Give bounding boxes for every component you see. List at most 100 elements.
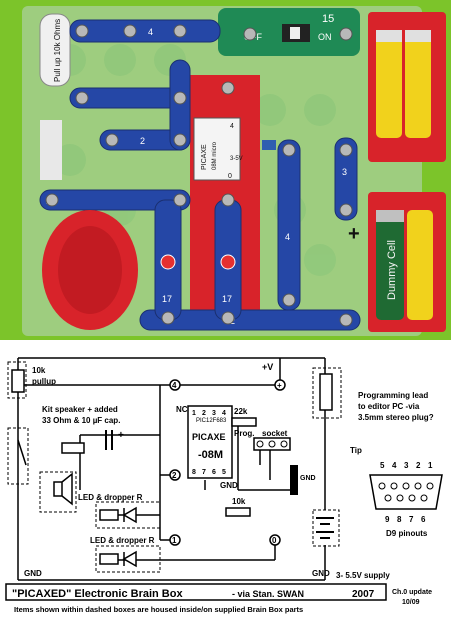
svg-text:+: + xyxy=(277,381,282,390)
gnd-mid: GND xyxy=(220,481,238,490)
svg-text:4: 4 xyxy=(148,27,153,37)
node-4 xyxy=(169,379,181,391)
svg-text:8: 8 xyxy=(192,469,196,476)
nc-label: NC xyxy=(176,405,188,414)
resistor-22k xyxy=(231,417,257,427)
prog-socket xyxy=(253,437,291,451)
led-right xyxy=(220,254,236,270)
svg-text:2: 2 xyxy=(140,136,145,146)
led-resistor-1 xyxy=(99,509,119,521)
svg-text:7: 7 xyxy=(202,469,206,476)
chip-text-2: 08M micro xyxy=(212,141,218,170)
svg-text:8: 8 xyxy=(397,515,402,524)
chip-text-3: 3-5V xyxy=(230,156,243,162)
d9-top-pins: 5 4 3 2 1 xyxy=(380,461,433,470)
title-year: 2007 xyxy=(352,589,375,600)
wire-strips xyxy=(39,19,361,331)
tip-label: Tip xyxy=(350,446,362,455)
supply-dashed-box xyxy=(312,509,340,547)
schematic-diagram: 10k pullup +V + Kit speaker + added 33 O… xyxy=(0,340,451,620)
resistor-10k xyxy=(225,507,251,517)
chip-model: -08M xyxy=(198,449,223,461)
picaxe-module xyxy=(193,117,241,181)
node-0 xyxy=(269,534,281,546)
d9-bottom-pins: 9 8 7 6 xyxy=(385,515,426,524)
chip-id: PIC12F683 xyxy=(196,418,227,424)
svg-text:4: 4 xyxy=(222,410,226,417)
dummy-cell-label: Dummy Cell xyxy=(386,240,398,300)
prog-line-1: Programming lead xyxy=(358,391,428,400)
battery-yellow-1 xyxy=(376,30,402,138)
label-10k-b: 10k xyxy=(232,497,246,506)
svg-text:5: 5 xyxy=(380,461,385,470)
prog-line-2: to editor PC -via xyxy=(358,402,420,411)
pullup-value: 10k xyxy=(32,366,46,375)
svg-text:2: 2 xyxy=(202,410,206,417)
svg-text:1: 1 xyxy=(192,410,196,417)
led-dashed-box-2 xyxy=(95,545,161,573)
svg-text:7: 7 xyxy=(409,515,414,524)
speaker-symbol xyxy=(53,472,73,506)
footer-note: Items shown within dashed boxes are hous… xyxy=(14,605,303,614)
brain-box-photo: Dummy Cell + – 15 OFF ON Pull up 10k Ohm… xyxy=(0,0,451,340)
svg-text:0: 0 xyxy=(272,536,277,545)
battery-yellow-3 xyxy=(407,210,433,320)
kit-speaker-line1: Kit speaker + added xyxy=(42,405,118,414)
supply-label: 3- 5.5V supply xyxy=(336,571,390,580)
gnd-plug: GND xyxy=(300,475,316,482)
d9-connector xyxy=(369,474,443,510)
plus-v-label: +V xyxy=(262,362,273,372)
jack-plug xyxy=(290,465,298,495)
svg-text:6: 6 xyxy=(421,515,426,524)
svg-text:1: 1 xyxy=(172,536,177,545)
title-via: - via Stan. SWAN xyxy=(232,589,304,599)
picaxe-chip xyxy=(187,405,233,479)
kit-speaker-line2: 33 Ohm & 10 µF cap. xyxy=(42,416,120,425)
prog-label: Prog. xyxy=(234,429,254,438)
battery-yellow-2 xyxy=(405,30,431,138)
chip-pin-4: 4 xyxy=(230,123,234,130)
svg-text:3: 3 xyxy=(212,410,216,417)
switch-on-label: ON xyxy=(318,32,332,42)
switch-dashed-box xyxy=(7,427,29,485)
node-2 xyxy=(169,469,181,481)
chip-pin-0: 0 xyxy=(228,173,232,180)
pullup-text: pullup xyxy=(32,377,56,386)
chip-pins-bottom: 8 7 6 5 xyxy=(192,469,226,476)
svg-text:5: 5 xyxy=(222,469,226,476)
speaker-resistor xyxy=(61,442,85,454)
node-plus-v xyxy=(274,379,286,391)
capacitor-photo xyxy=(262,140,276,150)
chip-pins-top: 1 2 3 4 xyxy=(192,410,226,417)
svg-text:2: 2 xyxy=(172,471,177,480)
svg-text:1: 1 xyxy=(428,461,433,470)
led-dashed-box-1 xyxy=(95,501,161,529)
pullup-dashed-box xyxy=(7,361,27,399)
update-line1: Ch.0 update xyxy=(392,589,432,596)
led-resistor-2 xyxy=(99,553,119,565)
cap-plus: + xyxy=(118,430,124,441)
svg-text:9: 9 xyxy=(385,515,390,524)
led-diode-2 xyxy=(122,550,137,568)
svg-text:2: 2 xyxy=(416,461,421,470)
svg-text:4: 4 xyxy=(392,461,397,470)
battery-plus-sign: + xyxy=(348,223,360,245)
pullup-resistor xyxy=(11,369,25,393)
pushbutton xyxy=(40,120,62,180)
title-box xyxy=(5,583,387,601)
label-22k: 22k xyxy=(234,407,248,416)
chip-text-1: PICAXE xyxy=(201,144,208,170)
led-label-1: LED & dropper R xyxy=(78,493,143,502)
title-main: "PICAXED" Electronic Brain Box xyxy=(12,588,183,600)
led-diode-1 xyxy=(122,506,137,524)
snap-connectors xyxy=(45,24,353,327)
speaker-dashed-box xyxy=(39,471,77,513)
switch-symbol xyxy=(17,439,27,466)
gnd-chip: GND xyxy=(312,569,330,578)
d9-label: D9 pinouts xyxy=(386,529,428,538)
svg-text:6: 6 xyxy=(212,469,216,476)
pullup-label: Pull up 10k Ohms xyxy=(53,19,62,82)
node-1 xyxy=(169,534,181,546)
svg-text:3: 3 xyxy=(404,461,409,470)
dummy-cell xyxy=(376,210,404,320)
